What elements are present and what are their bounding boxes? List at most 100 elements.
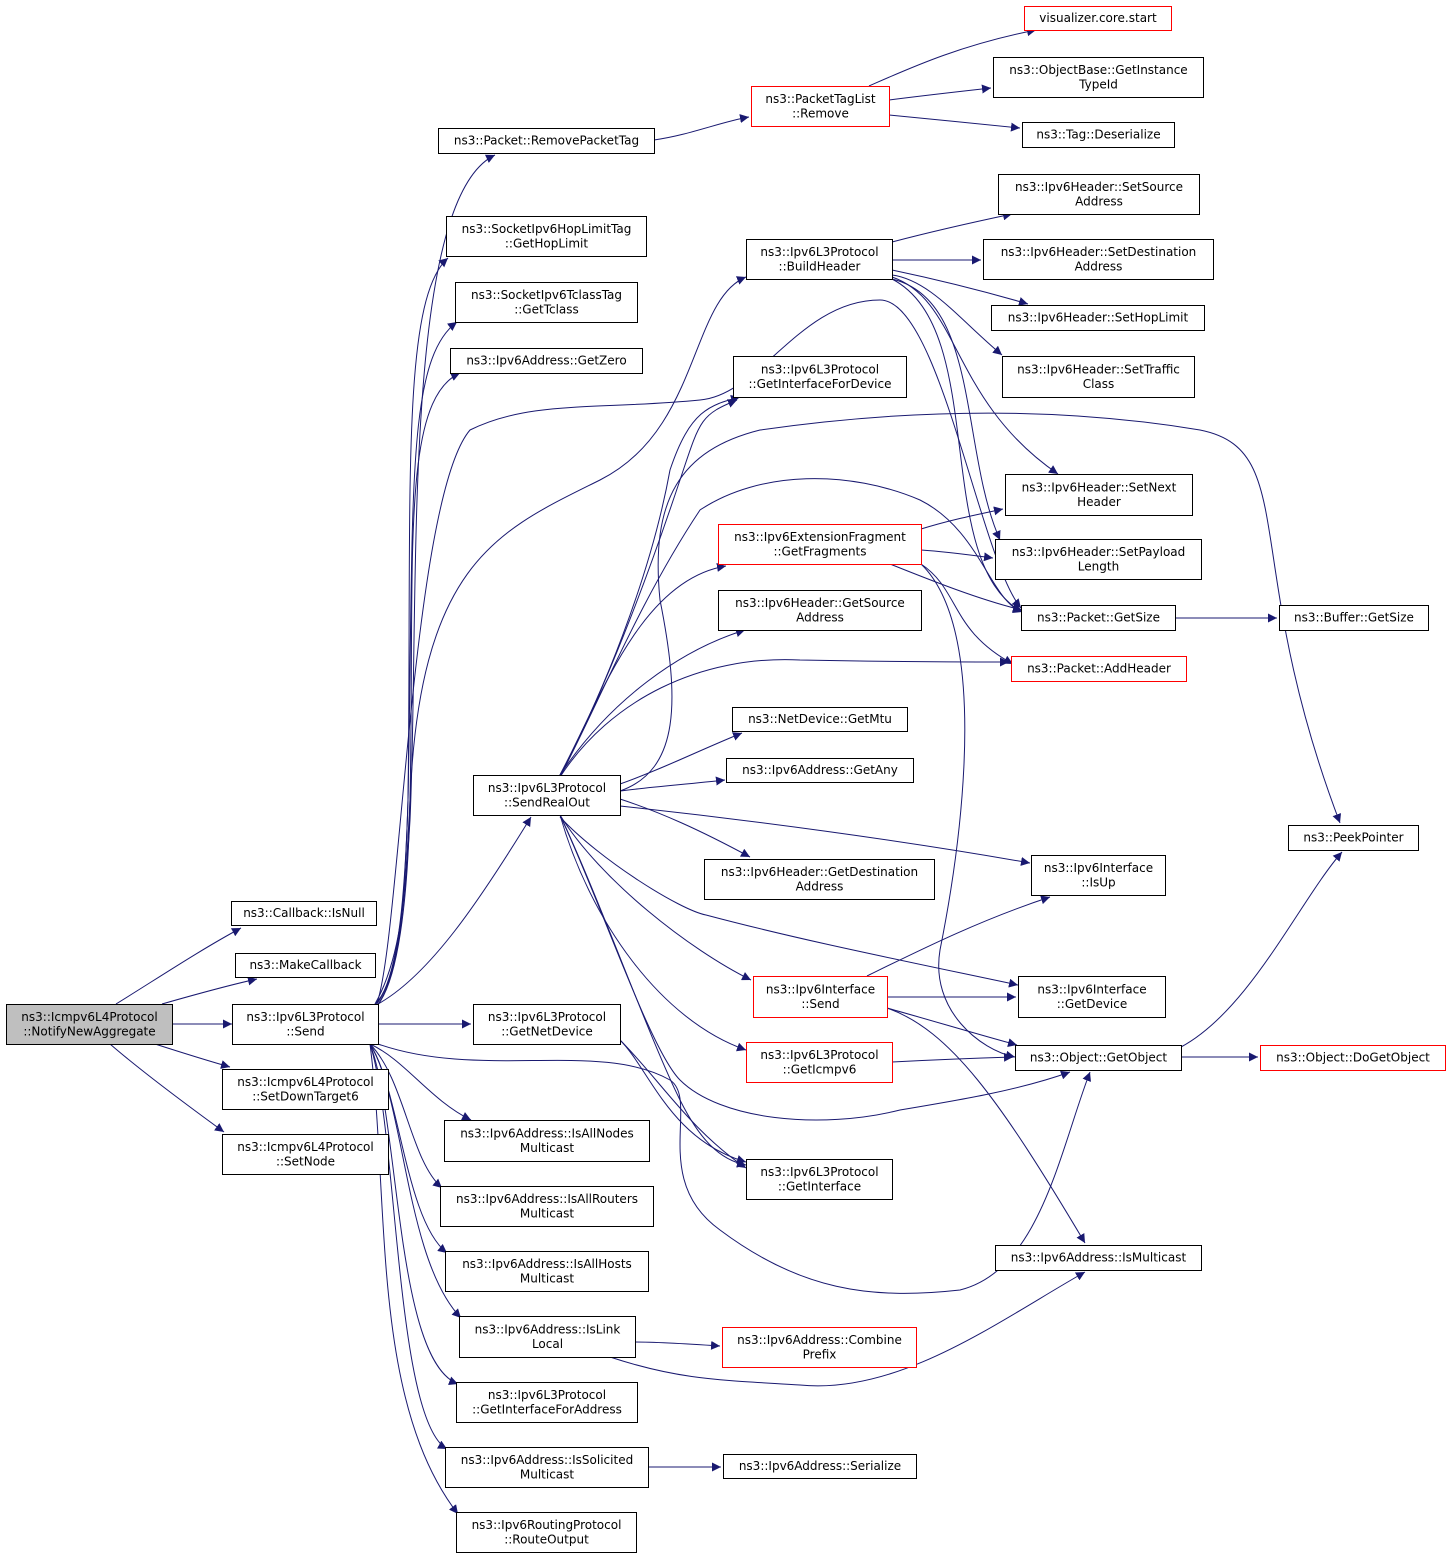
- node-n41[interactable]: ns3::Packet::GetSize: [1021, 605, 1176, 631]
- node-label-line: ns3::Ipv6Header::SetHopLimit: [1008, 311, 1189, 325]
- edge-n0-n1: [115, 927, 242, 1005]
- node-box: [746, 1159, 893, 1200]
- node-n3[interactable]: ns3::Ipv6L3Protocol::Send: [232, 1004, 379, 1045]
- node-label-line: TypeId: [1078, 77, 1118, 91]
- node-label-line: Multicast: [520, 1467, 575, 1481]
- node-n31[interactable]: ns3::Ipv6Address::Serialize: [723, 1454, 917, 1479]
- node-label-line: ns3::Icmpv6L4Protocol: [237, 1075, 373, 1089]
- node-n21[interactable]: ns3::Ipv6L3Protocol::GetInterfaceForDevi…: [733, 356, 907, 398]
- node-label-line: ns3::Callback::IsNull: [243, 906, 365, 920]
- node-n43[interactable]: ns3::Ipv6Interface::IsUp: [1031, 855, 1166, 896]
- node-label-line: ns3::Ipv6Header::GetDestination: [721, 865, 918, 879]
- node-n28[interactable]: ns3::Ipv6L3Protocol::GetIcmpv6: [746, 1042, 893, 1083]
- node-n1[interactable]: ns3::Callback::IsNull: [231, 901, 377, 926]
- edge-n6-n19: [653, 114, 750, 141]
- node-n25[interactable]: ns3::Ipv6Address::GetAny: [726, 758, 914, 783]
- node-label-line: ns3::Ipv6Address::IsSolicited: [461, 1453, 633, 1467]
- node-box: [1002, 356, 1195, 398]
- node-label-line: ::SetDownTarget6: [252, 1089, 359, 1103]
- node-box: [998, 174, 1200, 215]
- node-box: [733, 356, 907, 398]
- node-label-line: ::GetIcmpv6: [783, 1062, 857, 1076]
- node-label-line: ns3::Ipv6Address::GetAny: [742, 763, 898, 777]
- node-label-line: ::GetInterface: [778, 1179, 861, 1193]
- node-n0[interactable]: ns3::Icmpv6L4Protocol::NotifyNewAggregat…: [6, 1004, 173, 1045]
- node-n9[interactable]: ns3::Ipv6Address::GetZero: [450, 348, 643, 374]
- node-n48[interactable]: ns3::PeekPointer: [1288, 825, 1419, 851]
- node-label-line: ::GetDevice: [1057, 997, 1128, 1011]
- node-n22[interactable]: ns3::Ipv6ExtensionFragment::GetFragments: [718, 524, 922, 565]
- node-n6[interactable]: ns3::Packet::RemovePacketTag: [438, 128, 655, 154]
- node-label-line: ns3::Ipv6Header::SetTraffic: [1017, 362, 1180, 376]
- node-label-line: ns3::Ipv6Header::GetSource: [735, 596, 905, 610]
- node-label-line: ns3::Ipv6Header::SetDestination: [1001, 245, 1197, 259]
- node-box: [1288, 825, 1419, 851]
- edge-n3-n18: [369, 1043, 459, 1515]
- node-label-line: ns3::Ipv6Address::IsLink: [475, 1322, 621, 1336]
- node-n49[interactable]: ns3::Object::DoGetObject: [1260, 1045, 1446, 1071]
- node-label-line: ns3::Ipv6ExtensionFragment: [734, 530, 906, 544]
- node-box: [456, 1382, 638, 1423]
- node-label-line: ns3::Ipv6L3Protocol: [760, 245, 878, 259]
- node-n20[interactable]: ns3::Ipv6L3Protocol::BuildHeader: [746, 239, 893, 280]
- node-n32[interactable]: visualizer.core.start: [1024, 6, 1172, 31]
- node-n47[interactable]: ns3::Buffer::GetSize: [1279, 605, 1429, 631]
- node-label-line: ::NotifyNewAggregate: [23, 1024, 155, 1038]
- node-n44[interactable]: ns3::Ipv6Interface::GetDevice: [1018, 976, 1166, 1018]
- node-box: [455, 282, 638, 323]
- node-n34[interactable]: ns3::Tag::Deserialize: [1022, 122, 1175, 148]
- node-n11[interactable]: ns3::Ipv6L3Protocol::GetNetDevice: [473, 1004, 621, 1045]
- edge-n10-n45: [559, 814, 1071, 1121]
- node-n10[interactable]: ns3::Ipv6L3Protocol::SendRealOut: [473, 775, 621, 816]
- node-n18[interactable]: ns3::Ipv6RoutingProtocol::RouteOutput: [456, 1512, 637, 1553]
- edge-n10-n48: [619, 412, 1342, 824]
- node-n24[interactable]: ns3::NetDevice::GetMtu: [732, 707, 908, 732]
- edge-n27-n46: [886, 1007, 1086, 1244]
- node-n8[interactable]: ns3::SocketIpv6TclassTag::GetTclass: [455, 282, 638, 323]
- node-label-line: ::SendRealOut: [504, 795, 590, 809]
- node-n27[interactable]: ns3::Ipv6Interface::Send: [753, 976, 888, 1018]
- node-n19[interactable]: ns3::PacketTagList::Remove: [751, 86, 890, 127]
- node-n5[interactable]: ns3::Icmpv6L4Protocol::SetNode: [222, 1134, 389, 1175]
- edge-n3-n12: [369, 1043, 472, 1121]
- edge-n27-n43: [866, 895, 1051, 977]
- node-label-line: ns3::Ipv6Interface: [1044, 861, 1153, 875]
- edge-n20-n41: [891, 278, 1023, 613]
- node-box: [444, 1120, 650, 1162]
- node-n7[interactable]: ns3::SocketIpv6HopLimitTag::GetHopLimit: [446, 216, 647, 257]
- node-n37[interactable]: ns3::Ipv6Header::SetHopLimit: [991, 305, 1205, 331]
- node-label-line: ::Send: [286, 1024, 324, 1038]
- node-n42[interactable]: ns3::Packet::AddHeader: [1011, 656, 1187, 682]
- node-label-line: ::GetFragments: [773, 544, 866, 558]
- node-label-line: ::GetInterfaceForAddress: [472, 1402, 622, 1416]
- node-label-line: ns3::Icmpv6L4Protocol: [21, 1010, 157, 1024]
- node-n29[interactable]: ns3::Ipv6L3Protocol::GetInterface: [746, 1159, 893, 1200]
- node-label-line: visualizer.core.start: [1039, 11, 1157, 25]
- node-label-line: ::Send: [801, 997, 839, 1011]
- node-n45[interactable]: ns3::Object::GetObject: [1015, 1045, 1182, 1071]
- node-label-line: ns3::Ipv6L3Protocol: [488, 781, 606, 795]
- node-box: [438, 128, 655, 154]
- node-n2[interactable]: ns3::MakeCallback: [235, 953, 376, 978]
- node-n46[interactable]: ns3::Ipv6Address::IsMulticast: [995, 1245, 1202, 1271]
- edge-n10-n21b: [559, 394, 741, 776]
- node-n4[interactable]: ns3::Icmpv6L4Protocol::SetDownTarget6: [222, 1069, 389, 1110]
- node-n16[interactable]: ns3::Ipv6L3Protocol::GetInterfaceForAddr…: [456, 1382, 638, 1423]
- node-box: [440, 1186, 654, 1227]
- node-box: [1279, 605, 1429, 631]
- edge-n22-n45: [920, 563, 1016, 1060]
